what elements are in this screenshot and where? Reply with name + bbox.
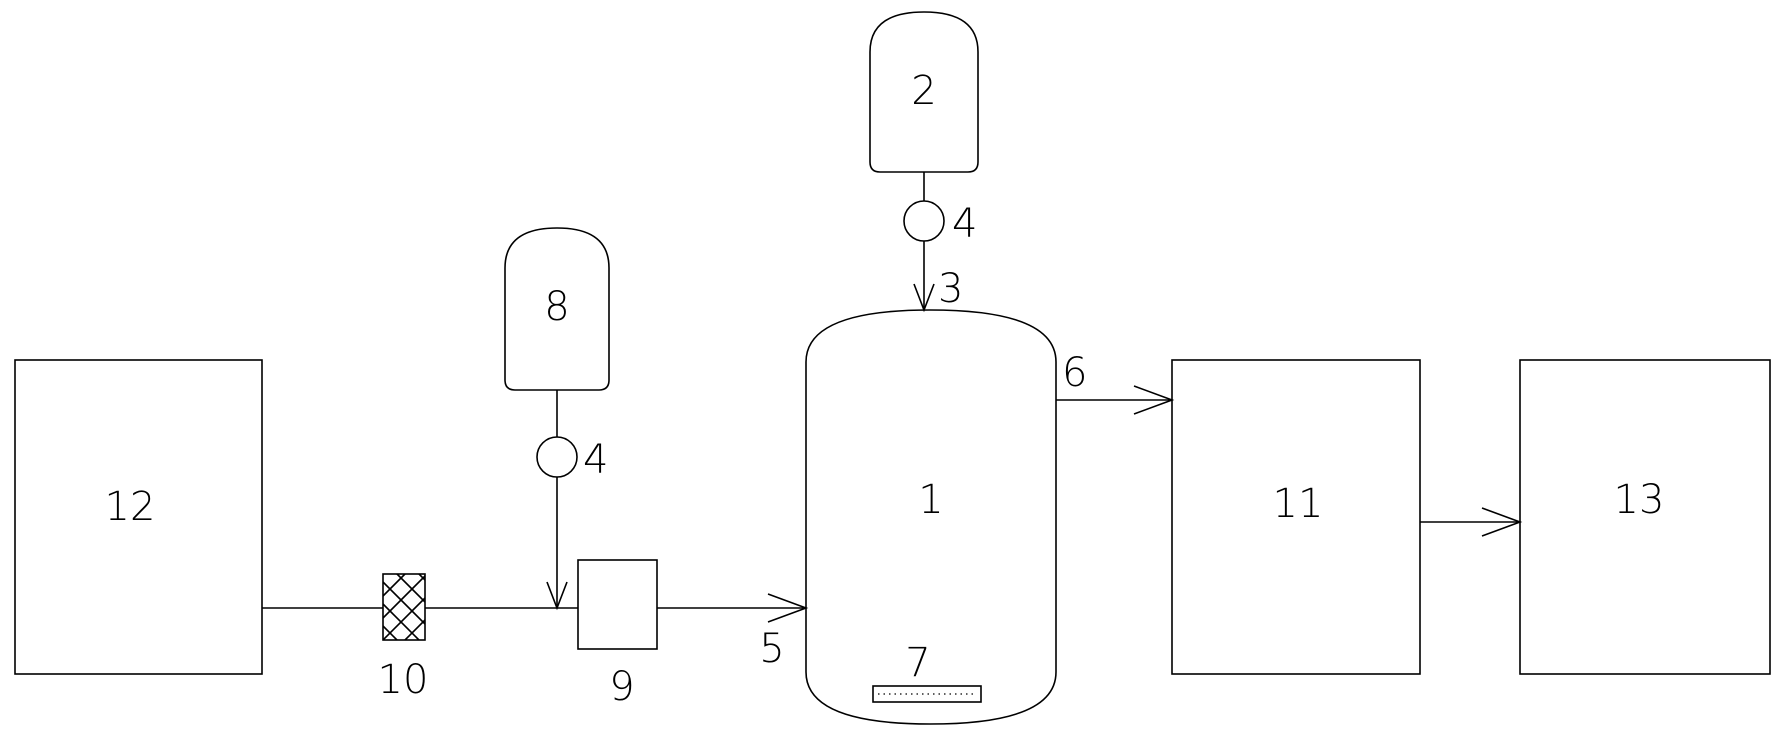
filter-10 [382, 573, 426, 641]
heater-7-label: 7 [905, 640, 930, 686]
arrow-down-left [546, 581, 568, 611]
inlet-3-label: 3 [938, 266, 963, 312]
mixer-9-label: 9 [609, 664, 634, 710]
outlet-6-label: 6 [1062, 350, 1087, 396]
pump-left-label: 4 [583, 437, 608, 483]
unit-11-box [1171, 359, 1421, 675]
unit-12-label: 12 [105, 484, 156, 530]
tank-2-label: 2 [911, 68, 936, 114]
unit-13-label: 13 [1614, 477, 1665, 523]
pump-left [536, 436, 578, 478]
pump-top [903, 200, 945, 242]
reactor-1 [805, 309, 1057, 725]
filter-10-label: 10 [378, 657, 429, 703]
inlet-5-label: 5 [759, 626, 784, 672]
tank-2 [869, 11, 979, 173]
unit-13-box [1519, 359, 1771, 675]
mixer-9 [577, 559, 658, 650]
pump-top-label: 4 [952, 201, 977, 247]
arrow-down-top [913, 283, 935, 313]
unit-11-label: 11 [1273, 481, 1324, 527]
reactor-1-label: 1 [918, 477, 943, 523]
tank-8 [504, 227, 610, 391]
unit-12-box [14, 359, 263, 675]
heater-7 [872, 685, 982, 703]
tank-8-label: 8 [544, 284, 569, 330]
